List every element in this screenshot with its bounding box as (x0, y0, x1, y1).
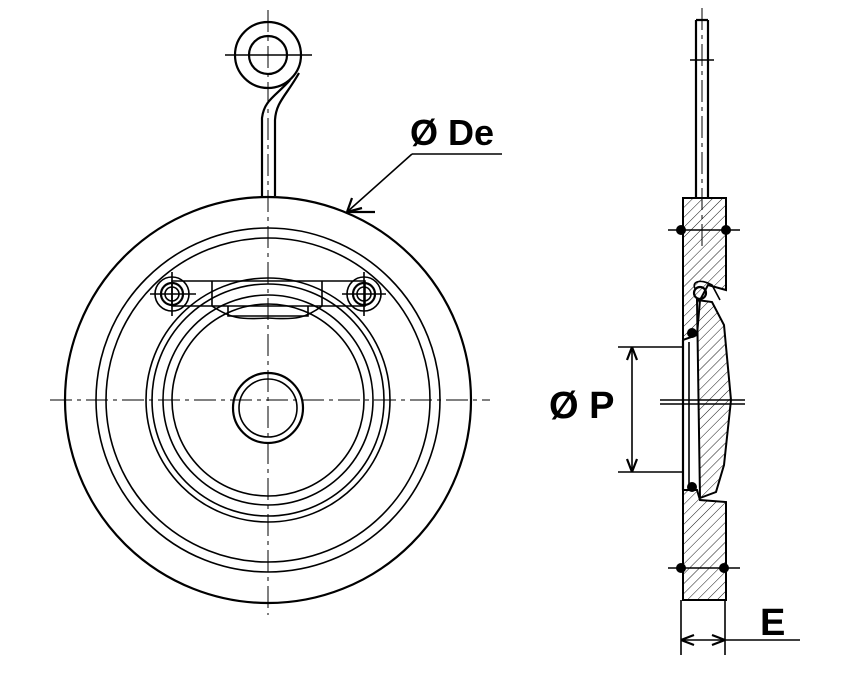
thickness-dimension (680, 600, 800, 655)
front-view: Ø De (50, 10, 502, 615)
lifting-eye (225, 20, 312, 196)
inner-diameter-dimension (618, 346, 683, 473)
disc-ring-2 (151, 283, 385, 517)
hinge-pin-left (150, 272, 196, 316)
body-section-lower (682, 489, 727, 601)
bolt-markers (668, 225, 740, 573)
hinge-bar-detail (211, 281, 323, 317)
body-ring-1 (95, 227, 441, 573)
disc-ring-outer (145, 277, 391, 523)
disc-hub-outer (231, 371, 305, 445)
thickness-label: E (760, 602, 785, 644)
hinge-pin-section (692, 285, 708, 301)
disc-ring-inner (171, 303, 365, 497)
hinge-arm-section (693, 280, 721, 301)
outer-diameter-leader (345, 153, 502, 214)
disc-section (695, 298, 733, 500)
body-ring-2 (105, 237, 431, 563)
disc-ring-3 (162, 294, 374, 506)
outer-body-circle (63, 195, 473, 605)
inner-diameter-label: Ø P (549, 385, 614, 427)
disc-hub-inner (238, 378, 298, 438)
hinge-pin-right (342, 272, 386, 316)
outer-diameter-label: Ø De (410, 112, 494, 153)
hinge-arm-curve (211, 305, 323, 320)
side-section-view: Ø P E (549, 8, 800, 655)
body-section-upper (682, 197, 727, 342)
